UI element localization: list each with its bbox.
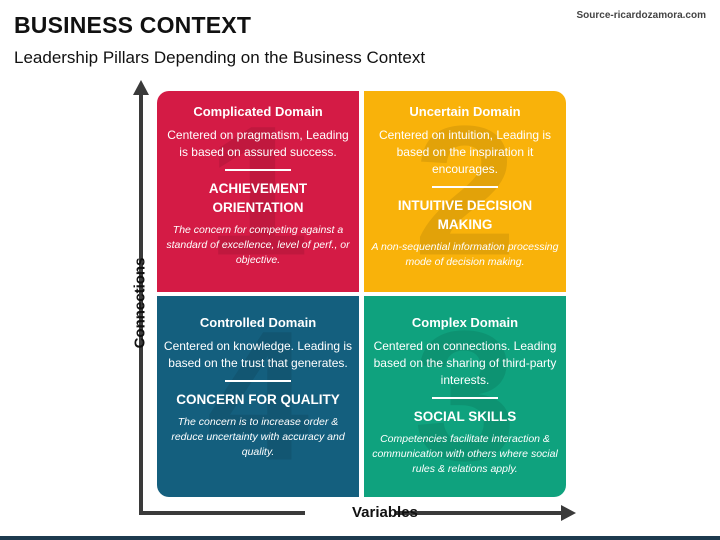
y-axis-label: Connections: [131, 257, 149, 349]
divider: [432, 397, 498, 399]
quadrant-description: Centered on knowledge. Leading is based …: [163, 339, 353, 370]
quadrant-description: Centered on connections. Leading based o…: [373, 339, 557, 387]
quadrant-title: Complex Domain: [411, 315, 519, 330]
quadrant-description: Centered on pragmatism, Leading is based…: [167, 128, 349, 159]
quadrant-uncertain-domain: 2 Uncertain Domain Centered on intuition…: [364, 91, 566, 292]
quadrant-title: Uncertain Domain: [409, 104, 521, 119]
divider: [225, 169, 291, 171]
quadrant-description: Centered on intuition, Leading is based …: [378, 128, 552, 176]
y-axis-arrow: [133, 80, 149, 95]
quadrant-note: A non-sequential information processing …: [371, 241, 559, 268]
page-subtitle: Leadership Pillars Depending on the Busi…: [14, 48, 426, 67]
divider: [225, 380, 291, 382]
quadrant-pillar: INTUITIVE DECISION MAKING: [397, 198, 533, 232]
quadrant-complex-domain: 3 Complex Domain Centered on connections…: [364, 296, 566, 497]
quadrant-note: The concern for competing against a stan…: [166, 224, 350, 266]
x-axis-label: Variables: [352, 504, 418, 521]
page-title: BUSINESS CONTEXT: [14, 12, 252, 38]
bottom-bar: [0, 536, 720, 540]
quadrant-complicated-domain: 1 Complicated Domain Centered on pragmat…: [157, 91, 359, 292]
quadrant-pillar: CONCERN FOR QUALITY: [176, 392, 340, 407]
source-credit: Source-ricardozamora.com: [576, 10, 707, 21]
x-axis-arrow: [561, 505, 576, 521]
quadrant-title: Complicated Domain: [193, 104, 323, 119]
divider: [432, 186, 498, 188]
quadrant-note: The concern is to increase order & reduc…: [171, 416, 345, 458]
quadrant-controlled-domain: 4 Controlled Domain Centered on knowledg…: [157, 296, 359, 497]
quadrant-pillar: SOCIAL SKILLS: [413, 409, 517, 424]
quadrant-note: Competencies facilitate interaction & co…: [372, 433, 558, 475]
quadrant-pillar: ACHIEVEMENT ORIENTATION: [208, 181, 308, 215]
quadrant-title: Controlled Domain: [199, 315, 317, 330]
